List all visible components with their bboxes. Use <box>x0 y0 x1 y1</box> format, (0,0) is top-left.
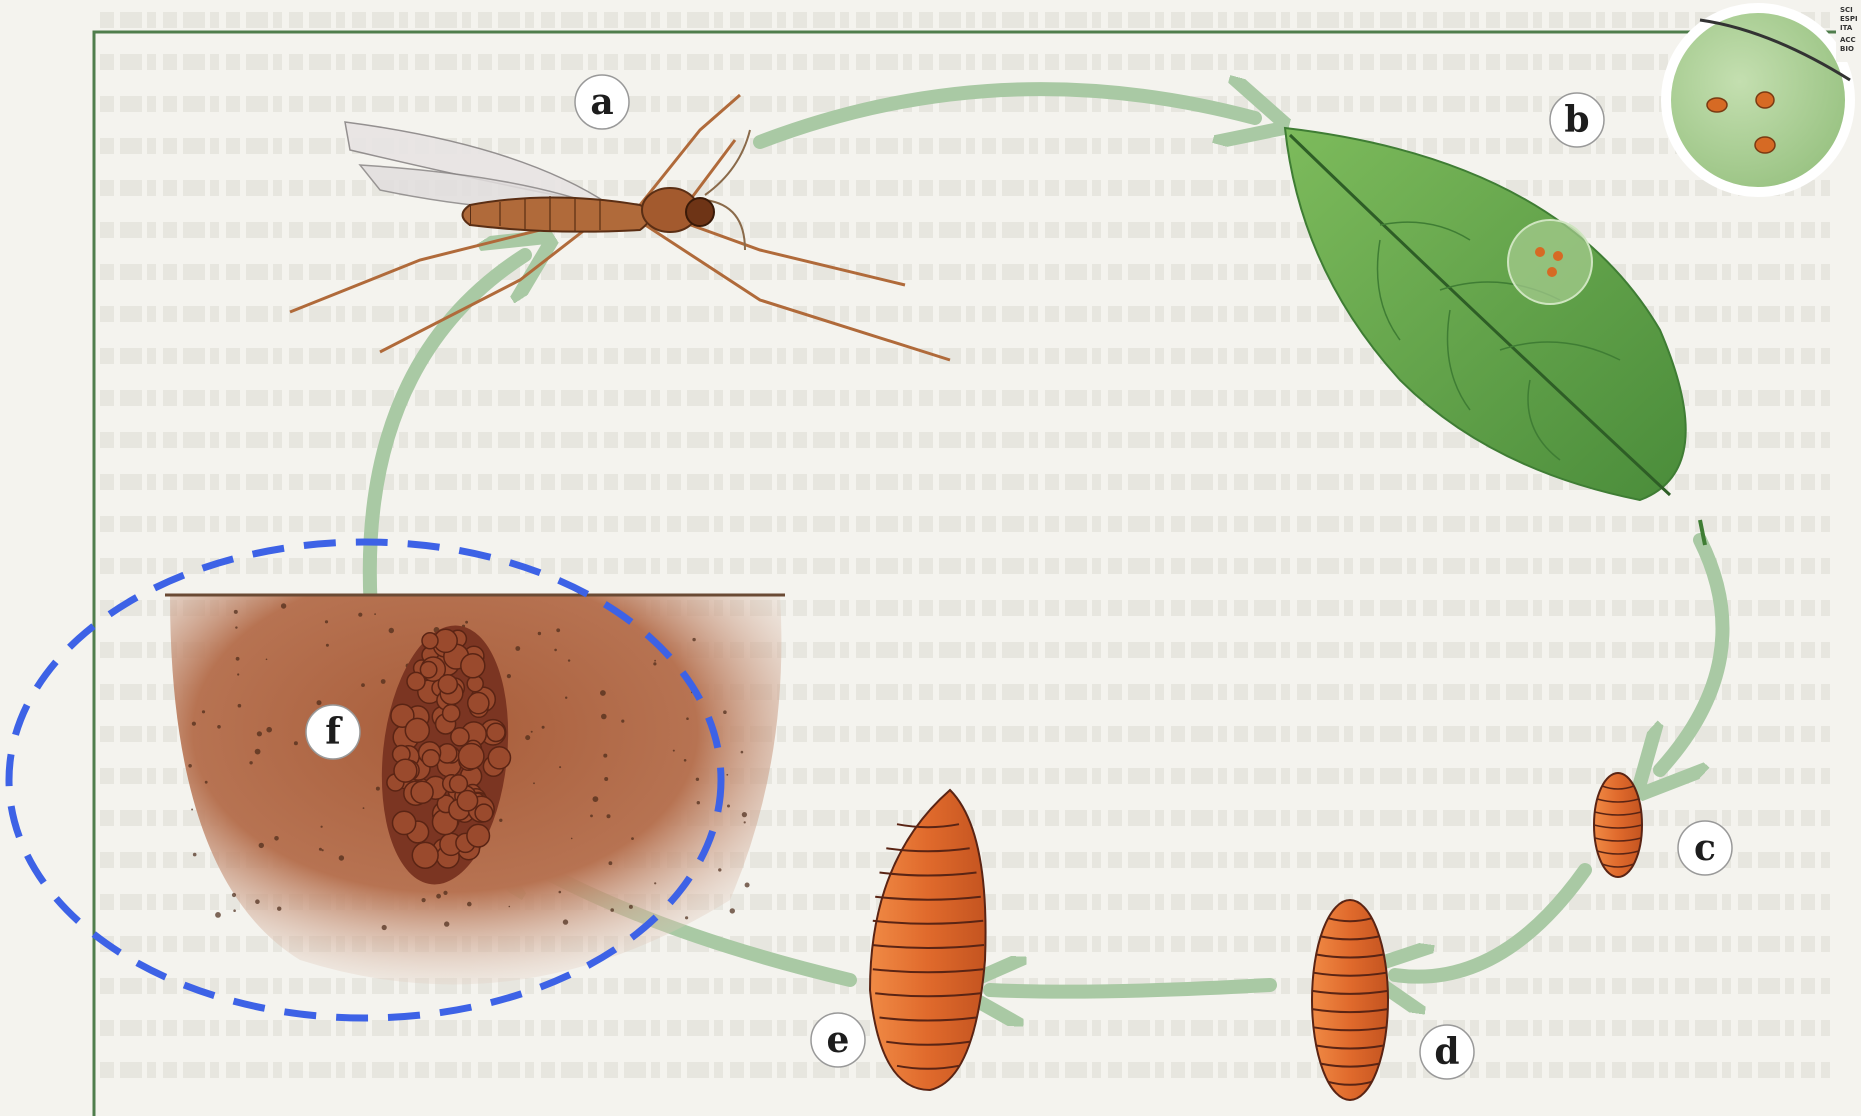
svg-text:b: b <box>1564 99 1589 141</box>
svg-text:ACC: ACC <box>1840 36 1856 44</box>
egg-magnified-circle <box>1666 8 1850 192</box>
cycle-arrow-icon <box>990 985 1270 992</box>
svg-text:BIO: BIO <box>1840 45 1854 53</box>
svg-text:ESPI: ESPI <box>1840 15 1858 23</box>
svg-text:ITA: ITA <box>1840 24 1853 32</box>
svg-text:a: a <box>590 81 613 123</box>
stage-label-a: a <box>575 75 629 129</box>
svg-text:f: f <box>325 711 343 753</box>
young-larva <box>1594 773 1642 877</box>
svg-text:SCI: SCI <box>1840 6 1853 14</box>
svg-text:e: e <box>827 1019 850 1061</box>
larva <box>1312 900 1388 1100</box>
stage-label-d: d <box>1420 1025 1474 1079</box>
svg-text:d: d <box>1434 1031 1459 1073</box>
mature-larva <box>870 790 986 1090</box>
cycle-arrow-icon <box>1395 870 1585 977</box>
svg-text:c: c <box>1694 827 1716 869</box>
stage-label-b: b <box>1550 93 1604 147</box>
corner-labels: SCI ESPI ITA ACC BIO <box>1836 0 1861 62</box>
stage-label-e: e <box>811 1013 865 1067</box>
stage-label-f: f <box>306 705 360 759</box>
stage-label-c: c <box>1678 821 1732 875</box>
egg-zoom-spot <box>1508 220 1592 304</box>
